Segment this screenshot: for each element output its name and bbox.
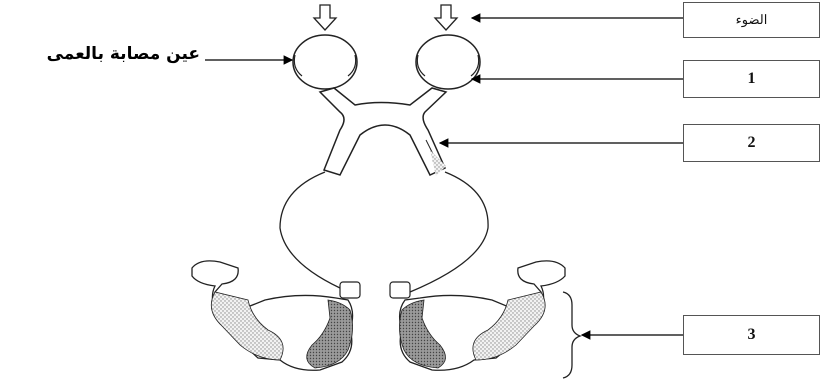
right-visual-cortex bbox=[390, 261, 565, 370]
optic-chiasm bbox=[320, 88, 446, 176]
light-label-box: الضوء bbox=[683, 2, 820, 38]
left-eye bbox=[293, 35, 357, 89]
light-arrow-left bbox=[314, 5, 336, 30]
label-box-2: 2 bbox=[683, 124, 820, 162]
label-box-1: 1 bbox=[683, 60, 820, 98]
label-box-3: 3 bbox=[683, 315, 820, 355]
optic-radiation bbox=[280, 172, 488, 292]
light-arrow-right bbox=[435, 5, 457, 30]
blind-eye-label: عين مصابة بالعمى bbox=[10, 44, 200, 64]
right-eye bbox=[416, 35, 480, 89]
left-visual-cortex bbox=[192, 261, 360, 370]
cortex-bracket bbox=[563, 292, 580, 378]
